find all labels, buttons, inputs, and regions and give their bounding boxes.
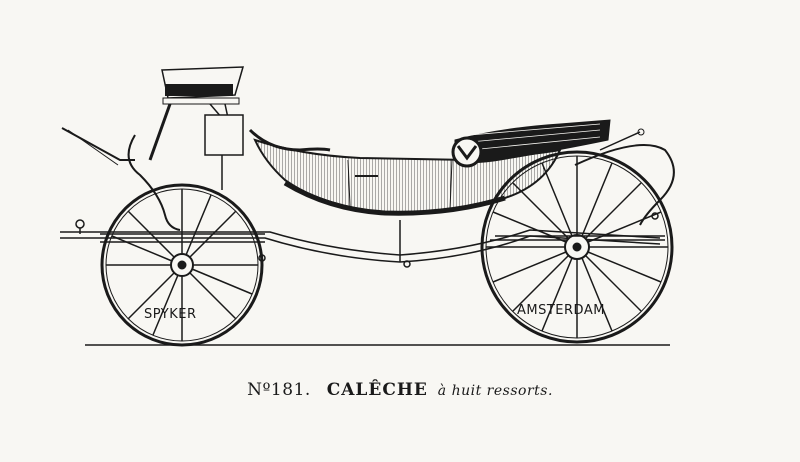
rear-c-spring	[574, 144, 675, 226]
dashboard	[61, 127, 135, 161]
plate-caption: Nº181. CALÊCHE à huit ressorts.	[0, 380, 800, 400]
axle-braces	[100, 212, 665, 262]
plate-title: CALÊCHE	[326, 380, 428, 400]
front-wheel-label: SPYKER	[144, 307, 197, 322]
front-wheel	[100, 183, 264, 347]
front-c-spring	[127, 134, 181, 231]
lamp-box	[204, 114, 244, 156]
plate-number: Nº181.	[247, 380, 311, 400]
plate-subtitle: à huit ressorts.	[437, 383, 553, 399]
folded-hood	[451, 119, 611, 168]
rear-wheel	[480, 150, 674, 344]
rear-wheel-label: AMSTERDAM	[517, 303, 605, 318]
